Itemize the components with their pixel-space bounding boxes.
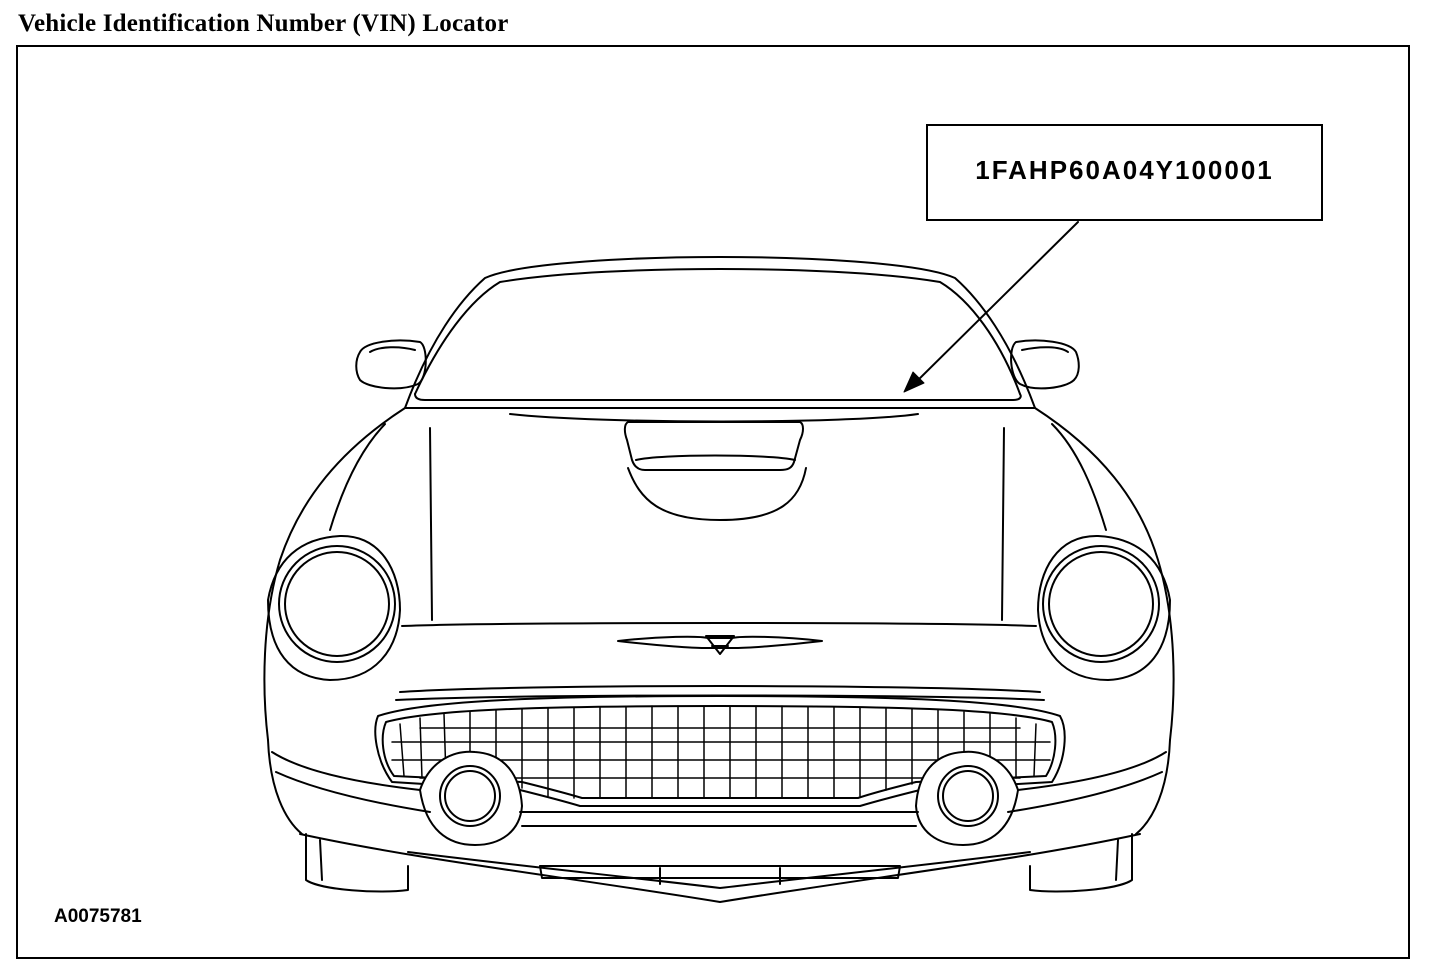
hood-left-line: [430, 428, 432, 620]
left-tire-inner: [320, 840, 322, 880]
bumper-lower-line-right: [1008, 772, 1162, 812]
right-tire-inner: [1116, 840, 1118, 880]
roof-outline: [405, 257, 1035, 408]
vin-callout-box: 1FAHP60A04Y100001: [926, 124, 1323, 221]
left-mirror-inner: [370, 347, 415, 352]
grille-inner: [383, 706, 1056, 798]
right-fender-crease: [1052, 424, 1106, 530]
hood-right-line: [1002, 428, 1004, 620]
windshield-bottom-inner: [415, 394, 1021, 400]
thunderbird-emblem: [618, 636, 822, 654]
page-title: Vehicle Identification Number (VIN) Loca…: [18, 10, 509, 37]
right-fog-lamp: [916, 752, 1018, 845]
lower-intake: [540, 866, 900, 878]
front-valance: [300, 834, 1140, 902]
right-lower-side: [1136, 740, 1170, 834]
left-tire: [306, 834, 408, 892]
bumper-mid-line-right: [1018, 752, 1166, 790]
left-lower-side: [268, 740, 302, 834]
hood-scoop-opening: [636, 456, 795, 461]
bumper-upper-line: [400, 686, 1040, 692]
bumper-lower-line-left: [276, 772, 430, 812]
front-valance-2: [408, 852, 1030, 888]
diagram-frame: [16, 45, 1410, 959]
right-mirror-inner: [1022, 347, 1068, 352]
left-body-side: [264, 408, 405, 740]
cowl-line: [510, 414, 918, 422]
bumper-mid-line-left: [272, 752, 420, 790]
hood-scoop: [625, 422, 803, 470]
grille-surround: [375, 696, 1064, 806]
right-body-side: [1035, 408, 1174, 740]
vin-leader-arrowhead: [904, 372, 924, 392]
left-fender-crease: [330, 424, 385, 530]
vin-leader-line: [912, 222, 1078, 386]
left-mirror: [356, 340, 426, 388]
hood-bulge: [628, 468, 806, 520]
vin-number: 1FAHP60A04Y100001: [975, 155, 1274, 185]
right-headlight: [1038, 536, 1170, 680]
right-mirror: [1011, 340, 1079, 388]
right-tire: [1030, 834, 1132, 892]
figure-id: A0075781: [54, 906, 142, 927]
left-fog-lamp: [420, 752, 522, 845]
windshield-frame: [415, 269, 1020, 394]
left-headlight: [268, 536, 400, 680]
hood-front-line: [402, 623, 1036, 626]
